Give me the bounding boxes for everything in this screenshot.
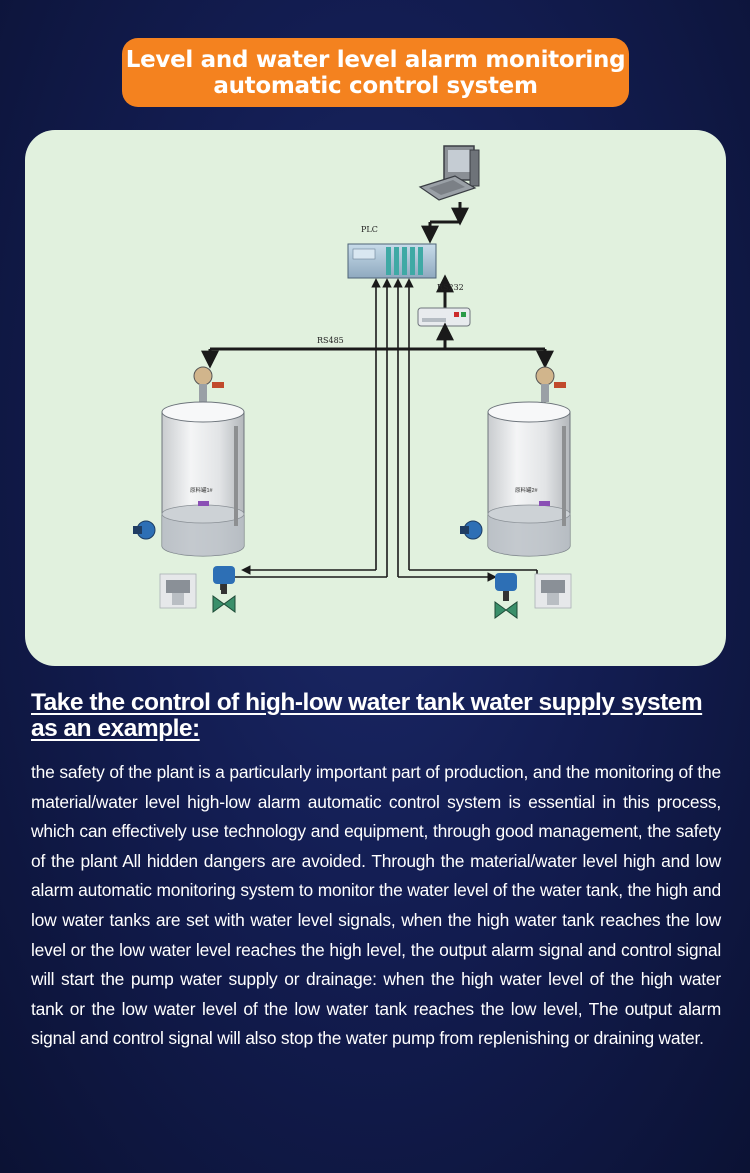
body-paragraph: the safety of the plant is a particularl… (31, 762, 721, 1049)
tank-right: 原料罐2# (487, 366, 571, 557)
motor-valve-right-icon (460, 520, 483, 540)
heading-line-1: Take the control of high-low water tank … (31, 689, 703, 716)
pump-left-icon (159, 573, 197, 609)
rs485-label: RS485 (317, 336, 344, 345)
diagram-svg: PLC RS232 RS485 (133, 145, 572, 619)
tank-left-label: 原料罐1# (190, 486, 214, 494)
plc-unit: PLC (347, 225, 437, 279)
title-line-2: automatic control system (213, 72, 538, 99)
tank-right-label: 原料罐2# (515, 486, 539, 494)
converter-module (417, 307, 471, 327)
section-heading: Take the control of high-low water tank … (31, 690, 731, 742)
heading-line-2: as an example: (31, 715, 200, 742)
control-valve-right-icon (494, 573, 518, 619)
system-diagram: PLC RS232 RS485 (25, 130, 726, 666)
rs232-label: RS232 (437, 283, 464, 292)
plc-label: PLC (361, 225, 378, 234)
title-line-1: Level and water level alarm monitoring (125, 46, 626, 73)
pump-right-icon (534, 573, 572, 609)
motor-valve-left-icon (133, 520, 156, 540)
control-valve-left-icon (212, 566, 236, 613)
computer-icon (418, 145, 480, 201)
tank-left: 原料罐1# (161, 366, 245, 557)
title-banner: Level and water level alarm monitoring a… (122, 38, 629, 107)
